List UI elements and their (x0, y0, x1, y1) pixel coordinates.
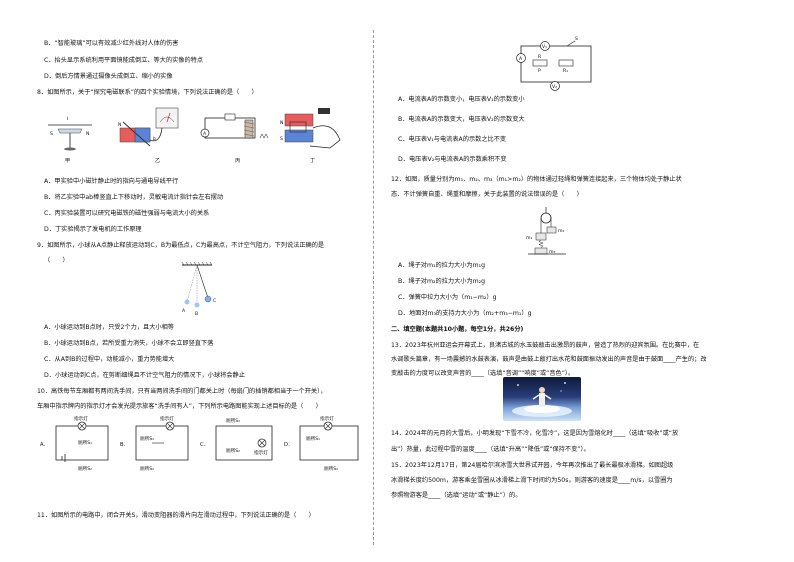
q9-paren: （ ） (44, 257, 69, 264)
fig-ding: N S (280, 108, 341, 149)
q9-option-d: D．小球运动到C点，在剪断细绳且不计空气阻力的情况下，小球将会静止 (44, 372, 245, 379)
q13-line2: 水调歌头篇章，有一场震撼的水鼓表演，鼓声是由鼓上敲打出水花和鼓面振动发出的声音是… (391, 356, 707, 363)
svg-text:指示灯: 指示灯 (254, 449, 268, 456)
q8-option-d: D．丁实验揭示了发电机的工作原理 (44, 226, 142, 233)
svg-text:指示灯: 指示灯 (160, 415, 174, 422)
q7-option-c: C．抬头显示系统利用平面镜能成倒立、等大的实像的特点 (44, 57, 204, 64)
q11-option-a: A．电流表A的示数变小，电压表V₁的示数变小 (398, 96, 525, 103)
svg-text:V₂: V₂ (552, 84, 557, 90)
q9-stem: 9．如图所示，小球从A点静止释放运动到C，B为最低点，C为最高点，不计空气阻力，… (37, 242, 325, 249)
fig-label-jia: 甲 (65, 157, 70, 164)
svg-text:N: N (280, 120, 283, 126)
svg-text:m₁: m₁ (526, 236, 532, 241)
q9-label-b: B (195, 311, 198, 317)
q12-stem-line1: 12．如图，质量分别为m₁、m₂、m₃（m₁>m₂）的物体通过轻绳和弹簧连接起来… (391, 176, 682, 183)
svg-text:V₁: V₁ (542, 44, 547, 50)
svg-text:I: I (67, 116, 68, 122)
q12-option-c: C．弹簧中拉力大小为（m₁−m₂）g (398, 294, 497, 301)
svg-text:S: S (50, 131, 53, 137)
q13-drum-performance-photo (503, 377, 581, 421)
fig-label-yi: 乙 (155, 157, 160, 164)
q9-label-a: A (182, 308, 186, 314)
svg-text:厕所S₁: 厕所S₁ (226, 417, 240, 424)
q8-option-c: C．丙实验装置可以研究电磁铁的磁性强弱与电流大小的关系 (44, 210, 210, 217)
q8-option-b: B．将乙实验中ab棒竖直上下移动时，灵敏电流计指针会左右摆动 (44, 194, 224, 201)
q8-stem: 8．如图所示，关于“探究电磁联系”的四个实验情境，下列说法正确的是（ ） (37, 89, 258, 96)
svg-text:R: R (538, 54, 542, 60)
q7-option-d: D．倒后方情景通过摄像头成倒立、缩小的实像 (44, 73, 173, 80)
svg-text:N: N (118, 122, 121, 128)
fig-label-ding: 丁 (310, 157, 315, 164)
q8-option-a: A．甲实验中小磁针静止时的指向与通电导线平行 (44, 178, 179, 185)
fig-bing: A (200, 113, 269, 139)
q9-option-c: C．从A到B的过程中，动能减小，重力势能增大 (44, 356, 175, 363)
svg-text:N: N (86, 131, 89, 137)
q12-option-a: A．绳子对m₁的拉力大小为m₁g (398, 262, 486, 269)
q12-pulley-figure: m₁ m₂ m₃ (526, 207, 566, 255)
column-divider (373, 30, 374, 545)
q10-circuit-b: B． 指示灯 厕所S₁ 厕所S₂ (120, 415, 189, 472)
svg-text:b: b (153, 136, 156, 142)
svg-text:指示灯: 指示灯 (320, 415, 334, 422)
q10-stem-line2: 车厢中指示牌内的指示灯才会发光提示旅客“洗手间有人”，下列所示电路图能实现上述目… (37, 403, 322, 410)
q7-option-b: B．“智能玻璃”可以有效减少红外线对人体的伤害 (44, 40, 179, 47)
svg-text:C．: C． (200, 442, 209, 448)
svg-text:B．: B． (120, 442, 129, 448)
q12-option-b: B．绳子对m₂的拉力大小为m₂g (398, 278, 486, 285)
svg-text:m₃: m₃ (549, 250, 555, 255)
q8-figures: I S N N b A (48, 107, 341, 164)
svg-text:指示灯: 指示灯 (74, 415, 88, 422)
svg-text:R₁: R₁ (563, 68, 568, 74)
svg-text:A: A (519, 56, 523, 62)
q10-circuit-c: C． 指示灯 厕所S₁ 厕所S₂ (200, 417, 273, 461)
svg-text:D．: D． (284, 442, 293, 448)
svg-text:厕所S₁: 厕所S₁ (78, 439, 92, 446)
q15-line2: 冰滑梯长度约500m，游客乘坐雪圈从冰滑梯上滑下时间约为50s，则游客的速度是_… (391, 477, 673, 484)
svg-text:厕所S₂: 厕所S₂ (226, 447, 240, 454)
svg-text:S: S (575, 36, 578, 42)
q10-circuit-d: D． 指示灯 厕所S₁ 厕所S₂ (284, 415, 359, 472)
svg-text:厕所S₁: 厕所S₁ (306, 435, 320, 442)
fig-label-bing: 丙 (235, 157, 240, 164)
svg-text:厕所S₁: 厕所S₁ (140, 435, 154, 442)
q12-stem-line2: 态．不计弹簧自重、绳重和摩擦，关于此装置的说法错误的是（ ） (391, 191, 583, 198)
fig-jia: I S N (48, 116, 92, 151)
q9-option-a: A．小球运动到B点时，只受2个力，且大小相等 (44, 324, 174, 331)
q10-circuit-a: A． 指示灯 厕所S₁ 厕所S₂ (40, 415, 109, 472)
q10-stem-line1: 10．高铁每节车厢都有两间洗手间，只有当两间洗手间的门都关上时（每扇门的插销都相… (37, 388, 327, 395)
svg-text:A: A (203, 131, 207, 137)
photo-drawing (512, 382, 572, 417)
svg-text:S: S (280, 136, 283, 142)
q15-line3: 参照物游客是____（选填“运动”或“静止”）的。 (391, 492, 522, 499)
svg-text:A．: A． (40, 442, 49, 448)
q9-option-b: B．小球运动到B点，若所受重力消失，小球不会立即竖直下落 (44, 340, 214, 347)
q15-line1: 15．2023年12月17日，第24届哈尔滨冰雪大世界试开园，今年再次推出了最长… (391, 462, 674, 469)
svg-text:厕所S₂: 厕所S₂ (324, 465, 338, 472)
q10-circuit-options: A． 指示灯 厕所S₁ 厕所S₂ B． 指示灯 厕所S₁ 厕所S₂ (40, 415, 359, 472)
q11-stem: 11．如图所示的电路中，闭合开关S，滑动变阻器的滑片向左滑动过程中，下列说法正确… (37, 512, 315, 519)
svg-text:厕所S₂: 厕所S₂ (78, 465, 92, 472)
q14-line1: 14．2024年的元月的大雪后，小明发现“下雪不冷，化雪冷”，这是因为雪熔化时_… (391, 430, 679, 437)
q14-line2: 出”）热量，此过程中雪的温度____（选填“升高”“降低”或“保持不变”）。 (391, 446, 590, 453)
svg-text:m₂: m₂ (558, 229, 564, 234)
q11-option-d: D．电压表V₂与电流表A的示数乘积不变 (398, 156, 507, 163)
q11-option-b: B．电流表A的示数变大，电压表V₂的示数变大 (398, 116, 525, 123)
section-heading-fill-in: 二、填空题(本题共10小题，每空1分，共26分) (391, 326, 524, 333)
q12-option-d: D．地面对m₃的支持力大小为（m₂+m₃−m₁）g (398, 310, 532, 317)
q9-pendulum-figure: A B C (181, 261, 216, 317)
q9-label-c: C (213, 298, 216, 304)
fig-yi: N b (118, 107, 179, 147)
svg-text:厕所S₂: 厕所S₂ (140, 465, 154, 472)
q11-circuit-figure: A V₁ S P R R₁ V₂ (516, 36, 592, 91)
q13-line3: 变敲击的力度可以改变声音的____（选填“音调”“响度”或“音色”）。 (391, 370, 575, 377)
q11-option-c: C．电压表V₁与电流表A的示数之比不变 (398, 136, 507, 143)
svg-text:P: P (538, 68, 541, 74)
q13-line1: 13．2023年杭州亚运会开幕式上，良渚古城的水玉鼓敲击出激昂的鼓声，营造了热烈… (391, 342, 700, 349)
